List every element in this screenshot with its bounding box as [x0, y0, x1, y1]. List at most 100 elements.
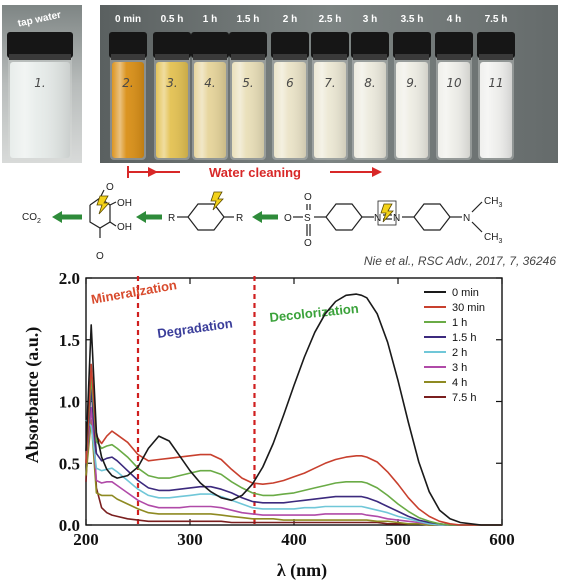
y-axis-label: Absorbance (a.u.): [22, 327, 43, 464]
vial-10: 11 7.5 h: [477, 14, 515, 160]
series-line-7.5-h: [85, 376, 502, 526]
vial-number: 10: [446, 76, 462, 90]
vial-gloss: [156, 62, 188, 158]
series-line-30-min: [85, 363, 502, 526]
vial-time-label: 0 min: [115, 14, 141, 25]
vial-gloss: [10, 62, 70, 158]
vial-gloss: [480, 62, 512, 158]
vial-time-label: 4 h: [447, 14, 461, 25]
vial-cap-ring: [111, 54, 145, 60]
region-label: Mineralization: [90, 277, 178, 307]
vial-cap-ring: [273, 54, 307, 60]
ch3-bottom-label: CH3: [484, 232, 502, 245]
sulfur-label: S: [304, 213, 311, 224]
co2-label: CO2: [22, 212, 41, 225]
vial-cap: [477, 32, 515, 58]
so-top-label: O: [304, 192, 312, 203]
vial-cap-ring: [231, 54, 265, 60]
legend-entry: 7.5 h: [452, 392, 476, 404]
oxygen-label: O: [284, 213, 292, 224]
y-tick-label: 1.0: [59, 393, 80, 412]
vial-cap-ring: [313, 54, 347, 60]
vial-gloss: [232, 62, 264, 158]
vial-cap-ring: [395, 54, 429, 60]
vial-number: 7.: [324, 76, 335, 90]
legend-entry: 0 min: [452, 287, 479, 299]
legend-entry: 30 min: [452, 302, 485, 314]
vial-number: 6: [286, 76, 294, 90]
x-tick-label: 600: [489, 530, 515, 549]
vial-gloss: [354, 62, 386, 158]
vial-cap-ring: [9, 54, 71, 60]
r-right-label: R: [236, 213, 243, 224]
series-line-3-h: [85, 406, 502, 526]
legend-entry: 1 h: [452, 317, 467, 329]
vial-7: 8. 3 h: [351, 14, 389, 160]
oh-label-2: OH: [117, 222, 132, 233]
vial-number: 3.: [166, 76, 177, 90]
vial-1: 2.0 min: [109, 14, 147, 160]
green-arrow-3: [252, 211, 278, 223]
reaction-scheme: Water cleaning CO2 O OH OH O R R O S O O: [22, 163, 556, 268]
series-line-1-h: [85, 376, 502, 526]
vial-4: 5. 1.5 h: [229, 14, 267, 160]
vial-cap: [109, 32, 147, 58]
vial-cap-ring: [353, 54, 387, 60]
vial-number: 8.: [364, 76, 375, 90]
vial-number: 5.: [242, 76, 253, 90]
vial-3: 4.1 h: [191, 14, 229, 160]
vial-5: 6 2 h: [271, 14, 309, 160]
region-label: Degradation: [156, 316, 233, 341]
green-arrow-2: [136, 211, 162, 223]
vial-cap-ring: [437, 54, 471, 60]
x-tick-label: 200: [73, 530, 99, 549]
vial-number: 1.: [34, 76, 45, 90]
lightning-icon: [210, 191, 224, 211]
vial-9: 10 4 h: [435, 14, 473, 160]
amine-n-label: N: [463, 213, 470, 224]
legend-entry: 2 h: [452, 347, 467, 359]
x-tick-label: 500: [385, 530, 411, 549]
water-cleaning-caption: Water cleaning: [209, 165, 301, 180]
series-line-2-h: [85, 419, 502, 526]
o-top-label: O: [106, 182, 114, 193]
r-left-label: R: [168, 213, 175, 224]
vial-gloss: [194, 62, 226, 158]
oh-label-1: OH: [117, 198, 132, 209]
azo-n2-label: N: [393, 213, 400, 224]
vial-time-label: 1 h: [203, 14, 217, 25]
vial-time-label: 7.5 h: [485, 14, 508, 25]
vial-cap: [435, 32, 473, 58]
vial-2: 3.0.5 h: [153, 14, 191, 160]
benzene-ring-r: [177, 203, 234, 231]
vial-cap: [271, 32, 309, 58]
legend-entry: 4 h: [452, 377, 467, 389]
citation: Nie et al., RSC Adv., 2017, 7, 36246: [364, 254, 556, 268]
vial-number: 9.: [406, 76, 417, 90]
region-label: Decolorization: [269, 301, 360, 325]
vial-time-label: 1.5 h: [237, 14, 260, 25]
vial-time-label: 2.5 h: [319, 14, 342, 25]
vial-cap: [7, 32, 73, 58]
x-tick-label: 300: [177, 530, 203, 549]
vial-cap: [351, 32, 389, 58]
vial-gloss: [112, 62, 144, 158]
y-tick-label: 1.5: [59, 331, 80, 350]
vial-cap-ring: [193, 54, 227, 60]
vial-cap: [311, 32, 349, 58]
vial-gloss: [274, 62, 306, 158]
vial-time-label: 3 h: [363, 14, 377, 25]
ch3-top-label: CH3: [484, 196, 502, 209]
vial-number: 11: [488, 76, 503, 90]
y-tick-label: 0.5: [59, 454, 80, 473]
sulfonyl-bonds: [306, 203, 374, 236]
vial-cap-ring: [155, 54, 189, 60]
lightning-icon: [377, 200, 397, 226]
vial-6: 7. 2.5 h: [311, 14, 349, 160]
vial-8: 9.3.5 h: [393, 14, 431, 160]
x-tick-label: 400: [281, 530, 307, 549]
vial-cap: [229, 32, 267, 58]
x-axis-label: λ (nm): [277, 560, 327, 581]
vial-time-label: 2 h: [283, 14, 297, 25]
